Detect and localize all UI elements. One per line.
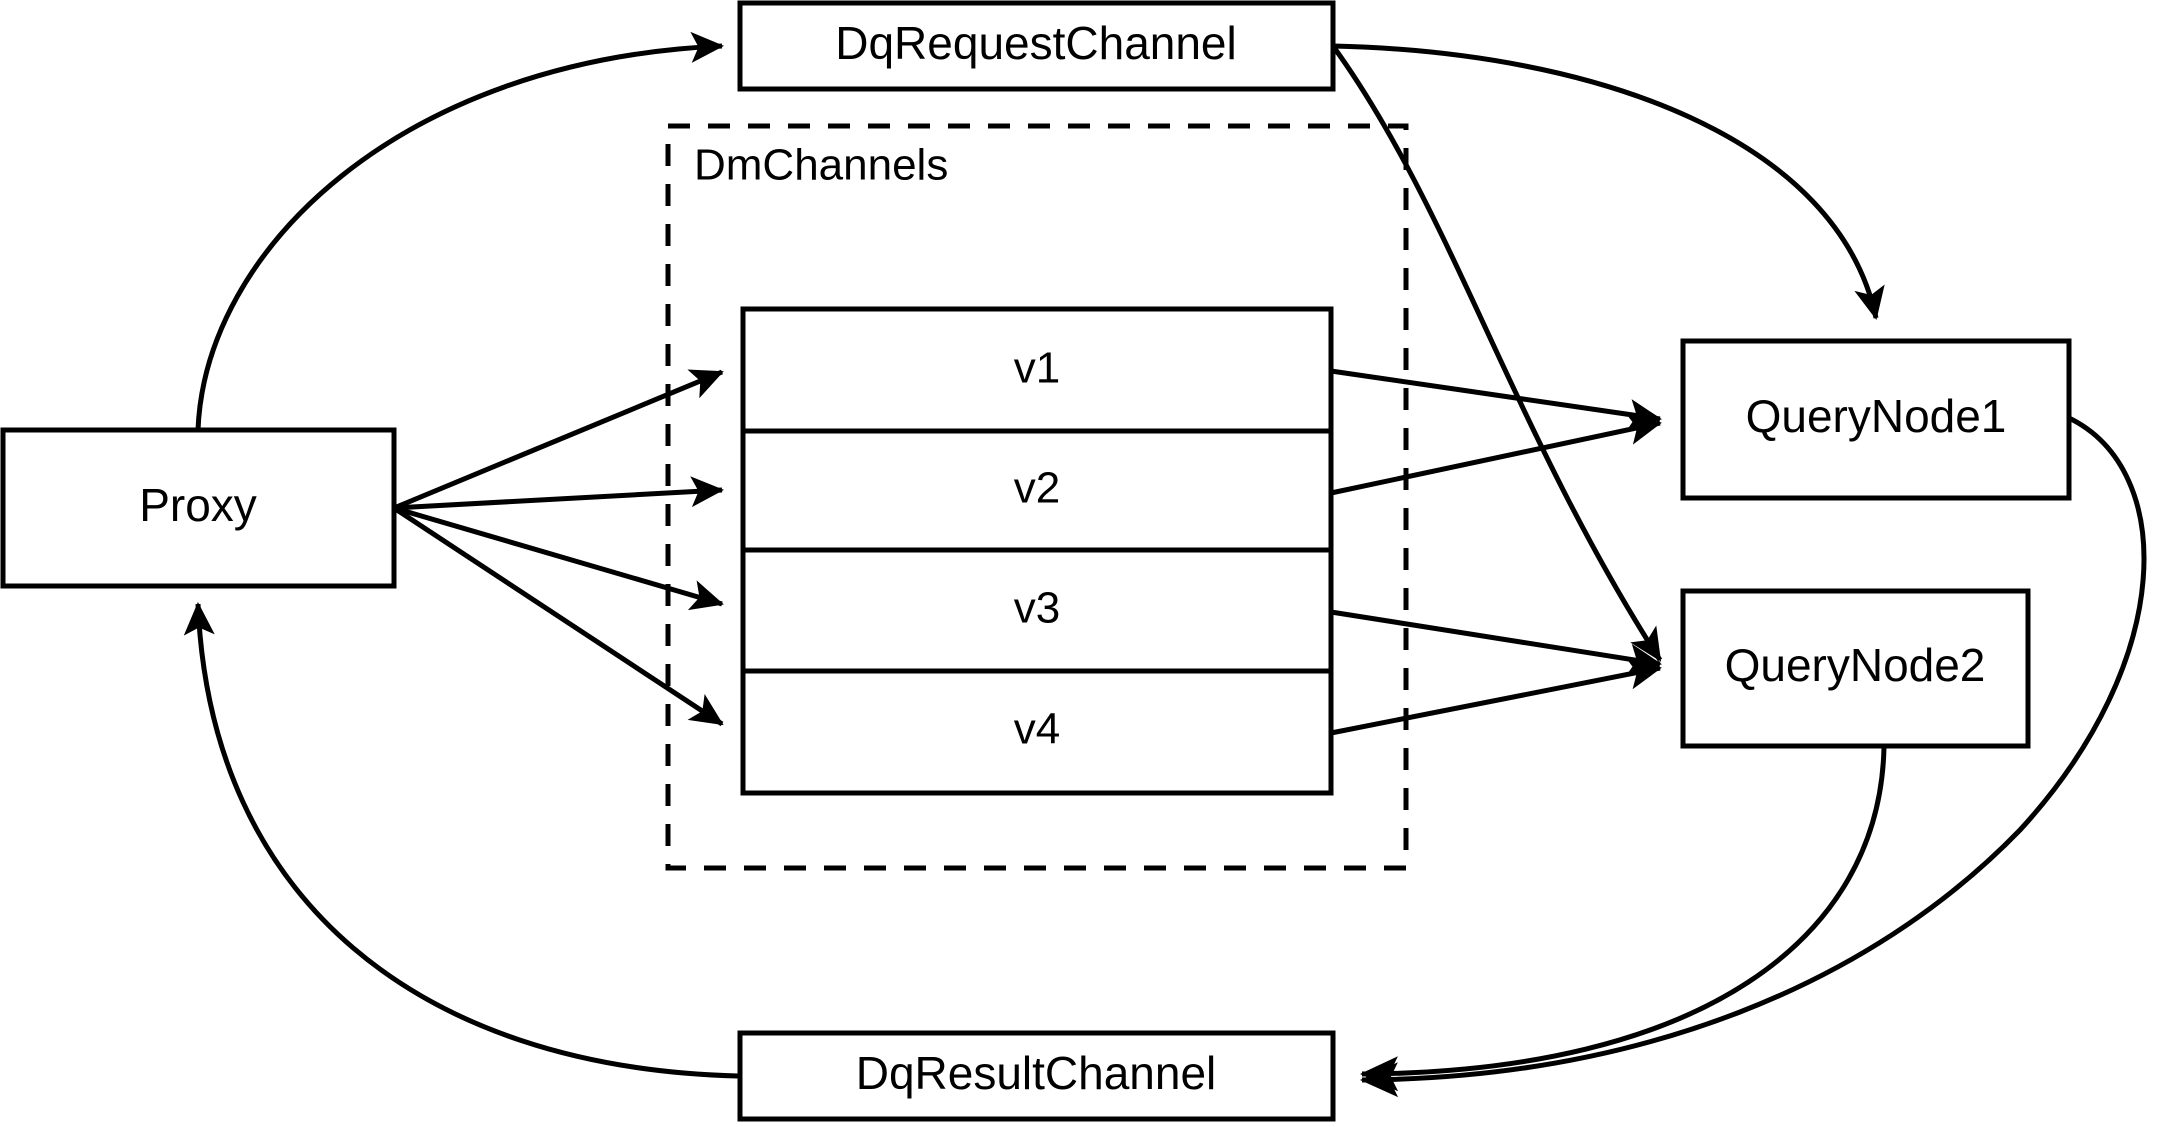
node-dq-request-channel-label: DqRequestChannel [835,17,1237,69]
dm-channels-label: DmChannels [694,141,948,190]
edge-proxy-to-dqrequestchannel [195,31,724,431]
node-query-node-2-label: QueryNode2 [1725,639,1986,691]
node-dq-request-channel[interactable] [737,0,1336,92]
edge-proxy-to-v4 [392,505,724,727]
dm-channel-row-v2-label: v2 [1014,464,1060,513]
node-dq-result-channel-label: DqResultChannel [856,1047,1217,1099]
node-query-node-2[interactable] [1680,588,2031,749]
node-query-node-1[interactable] [1680,338,2072,501]
edge-v1-to-querynode1 [1330,368,1662,430]
dm-channel-row-v4[interactable] [740,668,1334,796]
node-query-node-1-label: QueryNode1 [1746,390,2007,442]
edge-dqresultchannel-to-proxy [183,602,739,1079]
edge-proxy-to-v3 [393,505,724,611]
edge-dqrequestchannel-to-querynode1 [1332,43,1885,320]
edge-proxy-to-v2 [393,476,724,511]
dm-channel-row-v3-label: v3 [1014,584,1060,633]
edge-v2-to-querynode1 [1330,414,1662,496]
dm-channel-row-v1-label: v1 [1014,344,1060,393]
node-proxy[interactable] [0,427,397,589]
node-dq-result-channel[interactable] [737,1030,1336,1122]
node-proxy-label: Proxy [139,479,257,531]
edge-querynode1-to-dqresultchannel [1360,415,2147,1098]
edge-proxy-to-v1 [393,369,724,511]
edge-querynode2-to-dqresultchannel [1360,746,1887,1092]
dm-channels-group [665,123,1409,871]
edge-v4-to-querynode2 [1330,658,1662,736]
edge-v3-to-querynode2 [1330,609,1662,675]
dm-channel-row-v4-label: v4 [1014,705,1060,754]
dm-channel-row-v1[interactable] [740,306,1334,434]
edge-dqrequestchannel-to-querynode2 [1330,44,1663,662]
dm-channel-row-v3[interactable] [740,547,1334,674]
